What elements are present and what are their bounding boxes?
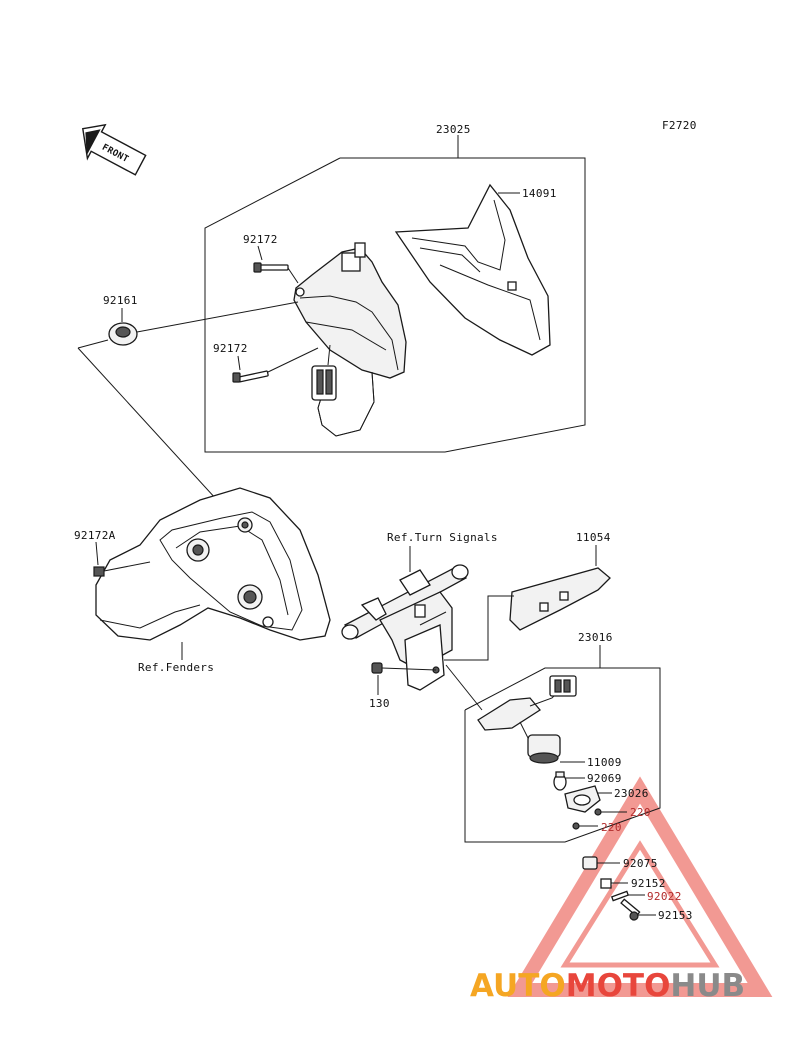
collar-92152 <box>600 878 628 889</box>
leader-to-fender <box>77 347 239 524</box>
callout-92172-upper: 92172 <box>243 233 278 246</box>
callout-92172-lower: 92172 <box>213 342 248 355</box>
lens-23026 <box>564 785 601 813</box>
callout-11054: 11054 <box>576 531 611 544</box>
svg-text:AUTOMOTOHUB: AUTOMOTOHUB <box>470 968 745 1004</box>
washer-92022 <box>610 890 645 902</box>
reflector-11054 <box>509 567 611 631</box>
watermark-part-moto: MOTO <box>566 968 671 1004</box>
plate-bracket <box>341 564 469 691</box>
callout-23016: 23016 <box>578 631 613 644</box>
callout-92075: 92075 <box>623 857 658 870</box>
leader-92172-upper <box>257 245 263 261</box>
lens-14091 <box>394 183 551 356</box>
callout-23026: 23026 <box>614 787 649 800</box>
callout-23025: 23025 <box>436 123 471 136</box>
watermark-triangle <box>507 776 773 997</box>
figure-code: F2720 <box>662 119 697 132</box>
screw-92172-upper <box>253 262 299 284</box>
grommet-92161 <box>108 322 138 346</box>
ref-turn-signals-label: Ref.Turn Signals <box>387 531 498 544</box>
screw-92172A <box>93 561 151 577</box>
rear-fender <box>95 487 331 641</box>
screw-220-a <box>594 808 627 816</box>
leader-92172-lower <box>237 355 241 371</box>
leader-92161-left <box>77 339 109 349</box>
watermark-part-auto: AUTO <box>470 968 566 1004</box>
callout-220-b: 220 <box>601 821 622 834</box>
callout-92172A: 92172A <box>74 529 116 542</box>
callout-11009: 11009 <box>587 756 622 769</box>
leader-11054-bracket <box>444 595 514 661</box>
callout-14091: 14091 <box>522 187 557 200</box>
taillight-housing <box>293 242 407 379</box>
license-light-housing <box>477 675 577 739</box>
box-23016 <box>445 645 661 843</box>
callout-92022: 92022 <box>647 890 682 903</box>
grommet-92075 <box>582 856 620 870</box>
screw-92172-lower <box>232 347 319 383</box>
taillight-connector <box>311 344 375 437</box>
bolt-92153 <box>620 898 656 921</box>
callout-220-a: 220 <box>630 806 651 819</box>
leader-92172A <box>95 541 99 566</box>
watermark-logo: AUTOMOTOHUB <box>470 968 745 1004</box>
callout-92161: 92161 <box>103 294 138 307</box>
callout-130: 130 <box>369 697 390 710</box>
bulb-92069 <box>553 771 567 791</box>
callout-92069: 92069 <box>587 772 622 785</box>
nut-130 <box>371 662 437 674</box>
screw-220-b <box>572 822 598 830</box>
watermark-part-hub: HUB <box>670 968 745 1004</box>
ref-fenders-label: Ref.Fenders <box>138 661 214 674</box>
callout-92153: 92153 <box>658 909 693 922</box>
socket-11009 <box>527 734 561 764</box>
box-23025 <box>204 135 586 453</box>
callout-92152: 92152 <box>631 877 666 890</box>
front-arrow-icon: FRONT <box>81 123 147 176</box>
leader-grommet-to-housing <box>136 301 299 333</box>
